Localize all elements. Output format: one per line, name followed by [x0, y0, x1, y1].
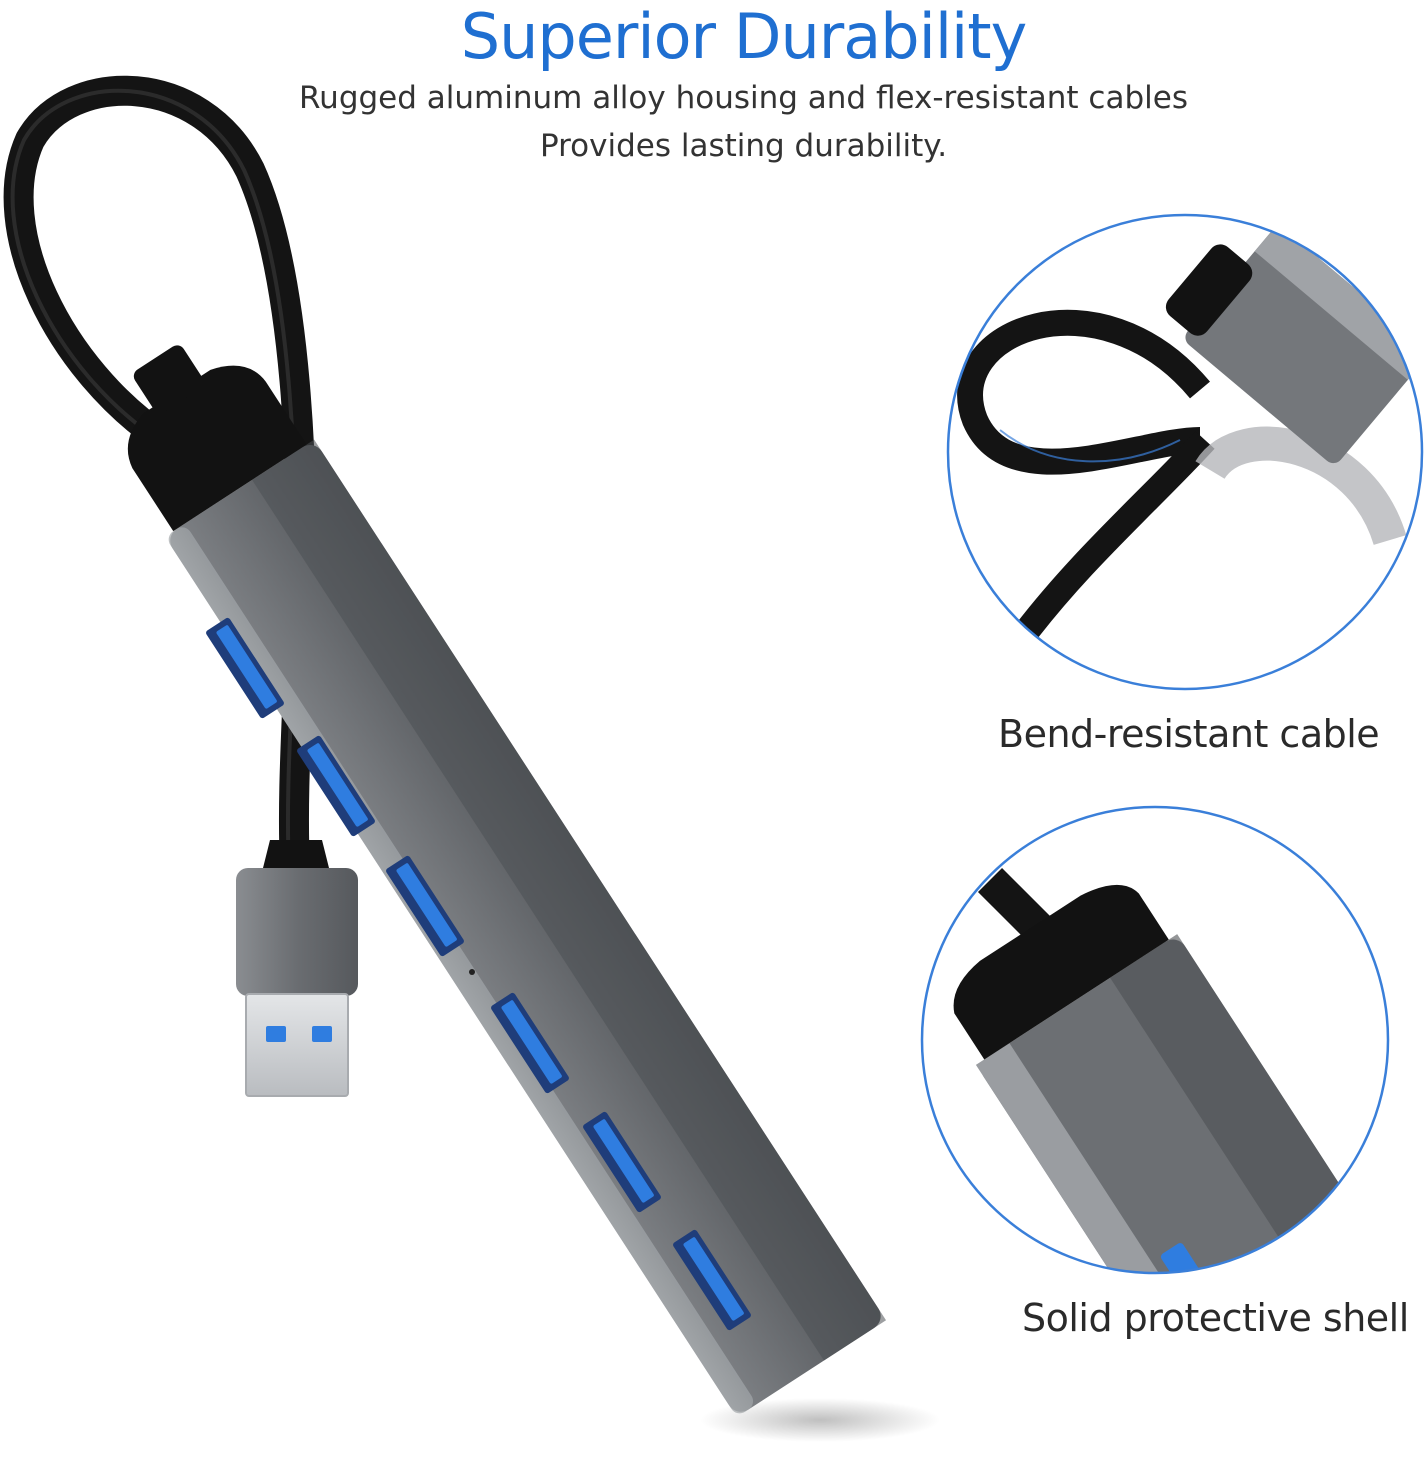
feature-caption-protective-shell: Solid protective shell	[1022, 1296, 1409, 1340]
page-subtitle: Rugged aluminum alloy housing and flex-r…	[0, 74, 1427, 170]
subtitle-line-1: Rugged aluminum alloy housing and flex-r…	[299, 80, 1188, 116]
usb-ports	[206, 617, 751, 1331]
page-title: Superior Durability	[460, 0, 1028, 73]
subtitle-line-2: Provides lasting durability.	[539, 128, 948, 164]
detail-bend-resistant-cable	[946, 213, 1424, 691]
usb-a-plug	[236, 840, 358, 1097]
usb-hub-body	[127, 345, 887, 1414]
feature-caption-bend-resistant: Bend-resistant cable	[998, 712, 1380, 756]
detail-solid-protective-shell	[920, 805, 1390, 1275]
